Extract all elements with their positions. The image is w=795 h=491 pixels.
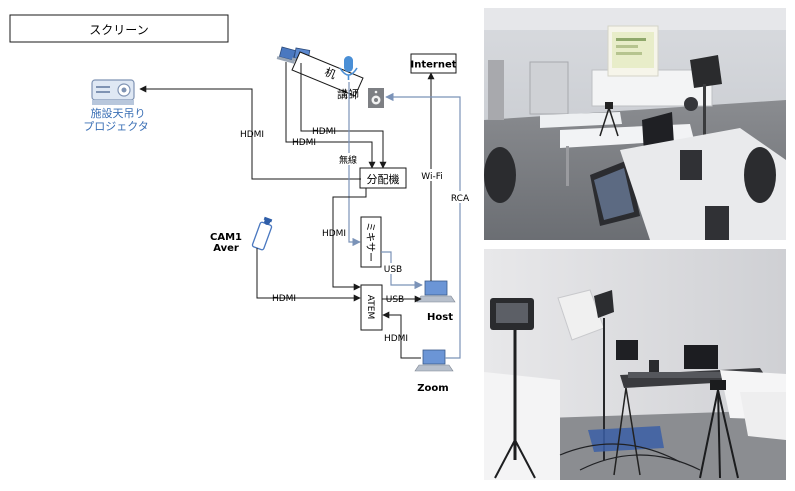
edge-laptop-b-distributor <box>300 63 387 169</box>
edge-hdmi-laptop-b-label: HDMI <box>312 127 336 137</box>
host-label: Host <box>427 312 453 323</box>
mixer-box: ミキサー <box>360 216 382 268</box>
edge-usb-mixer-label: USB <box>384 265 402 275</box>
projector-label-1: 施設天吊り <box>91 106 146 120</box>
edge-zoom-speaker <box>385 92 461 359</box>
screen-box: スクリーン <box>9 14 229 43</box>
classroom-photo <box>484 8 786 240</box>
edge-zoom-atem <box>382 311 421 359</box>
edge-distributor-atem <box>332 188 367 291</box>
edge-wireless-label: 無線 <box>339 154 357 166</box>
camera-icon <box>251 216 273 251</box>
projector-label-2: プロジェクタ <box>83 120 149 133</box>
edge-hdmi-zoom-label: HDMI <box>384 334 408 344</box>
desk-label: 机 <box>323 65 338 82</box>
distributor-box: 分配機 <box>359 167 407 189</box>
speaker-icon <box>368 88 384 108</box>
edge-hdmi-cam-label: HDMI <box>272 294 296 304</box>
equipment-photo <box>484 249 786 480</box>
atem-box: ATEM <box>360 284 383 331</box>
edge-hdmi-dist-atem-label: HDMI <box>322 229 346 239</box>
edge-distributor-projector <box>139 85 361 180</box>
zoom-label: Zoom <box>417 383 448 394</box>
projector-icon <box>91 79 135 105</box>
edge-hdmi-projector-label: HDMI <box>240 130 264 140</box>
atem-label: ATEM <box>365 295 375 319</box>
cam-label-1: CAM1 <box>210 232 242 243</box>
edge-cam-atem <box>256 248 361 302</box>
zoom-laptop-icon <box>414 349 454 372</box>
edge-mic-mixer <box>348 82 361 247</box>
desk-box: 机 <box>291 51 364 97</box>
edge-rca-label: RCA <box>451 194 470 204</box>
host-laptop-icon <box>416 280 456 303</box>
cam-label-2: Aver <box>213 243 239 254</box>
screen-label: スクリーン <box>89 23 148 37</box>
edge-laptop-a-distributor <box>285 62 376 169</box>
internet-label: Internet <box>410 60 456 71</box>
mixer-label: ミキサー <box>364 222 376 262</box>
edge-usb-atem-label: USB <box>386 295 404 305</box>
lecturer-label: 講師 <box>337 87 359 101</box>
edge-wifi-label: Wi-Fi <box>421 172 442 182</box>
microphone-icon <box>339 56 358 80</box>
distributor-label: 分配機 <box>367 172 400 186</box>
internet-box: Internet <box>410 53 457 74</box>
edge-hdmi-laptop-a-label: HDMI <box>292 138 316 148</box>
